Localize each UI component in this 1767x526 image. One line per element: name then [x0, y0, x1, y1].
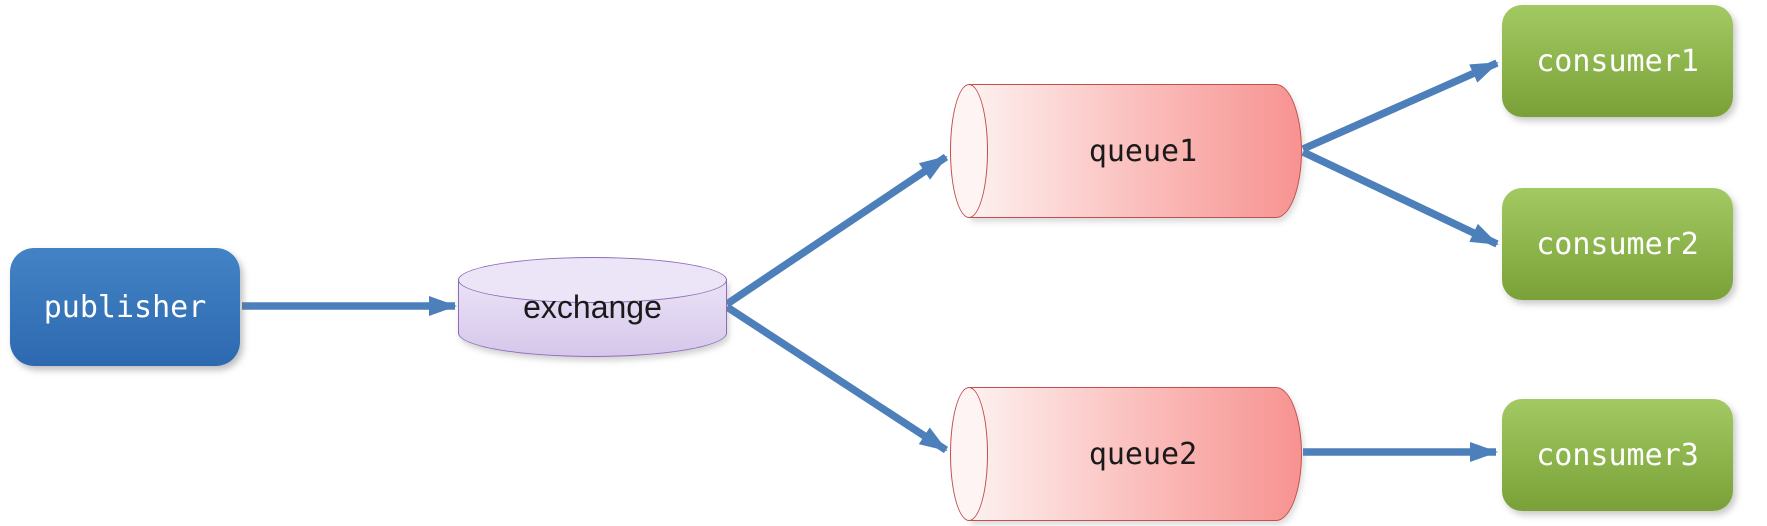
arrow-queue1-to-consumer2	[1301, 148, 1499, 248]
queue1-cylinder-body	[969, 84, 1302, 218]
queue2-cylinder-body	[969, 387, 1302, 521]
consumer2-label: consumer2	[1536, 226, 1699, 262]
node-consumer1: consumer1	[1502, 5, 1733, 117]
node-queue1: queue1	[950, 84, 1302, 218]
node-publisher: publisher	[10, 248, 240, 366]
arrow-exchange-to-queue1	[724, 153, 949, 308]
consumer1-label: consumer1	[1536, 43, 1699, 79]
node-consumer3: consumer3	[1502, 399, 1733, 511]
arrow-queue1-to-consumer1	[1301, 59, 1499, 153]
node-consumer2: consumer2	[1502, 188, 1733, 300]
exchange-cylinder-top	[458, 257, 727, 303]
queue2-cylinder-cap	[950, 387, 988, 521]
queue2-label: queue2	[1088, 436, 1198, 472]
arrow-exchange-to-queue2	[724, 303, 949, 454]
queue1-label: queue1	[1088, 133, 1198, 169]
node-exchange: exchange	[458, 257, 727, 357]
queue1-cylinder-cap	[950, 84, 988, 218]
node-queue2: queue2	[950, 387, 1302, 521]
publisher-label: publisher	[43, 289, 207, 325]
consumer3-label: consumer3	[1536, 437, 1699, 473]
exchange-label: exchange	[523, 288, 662, 325]
